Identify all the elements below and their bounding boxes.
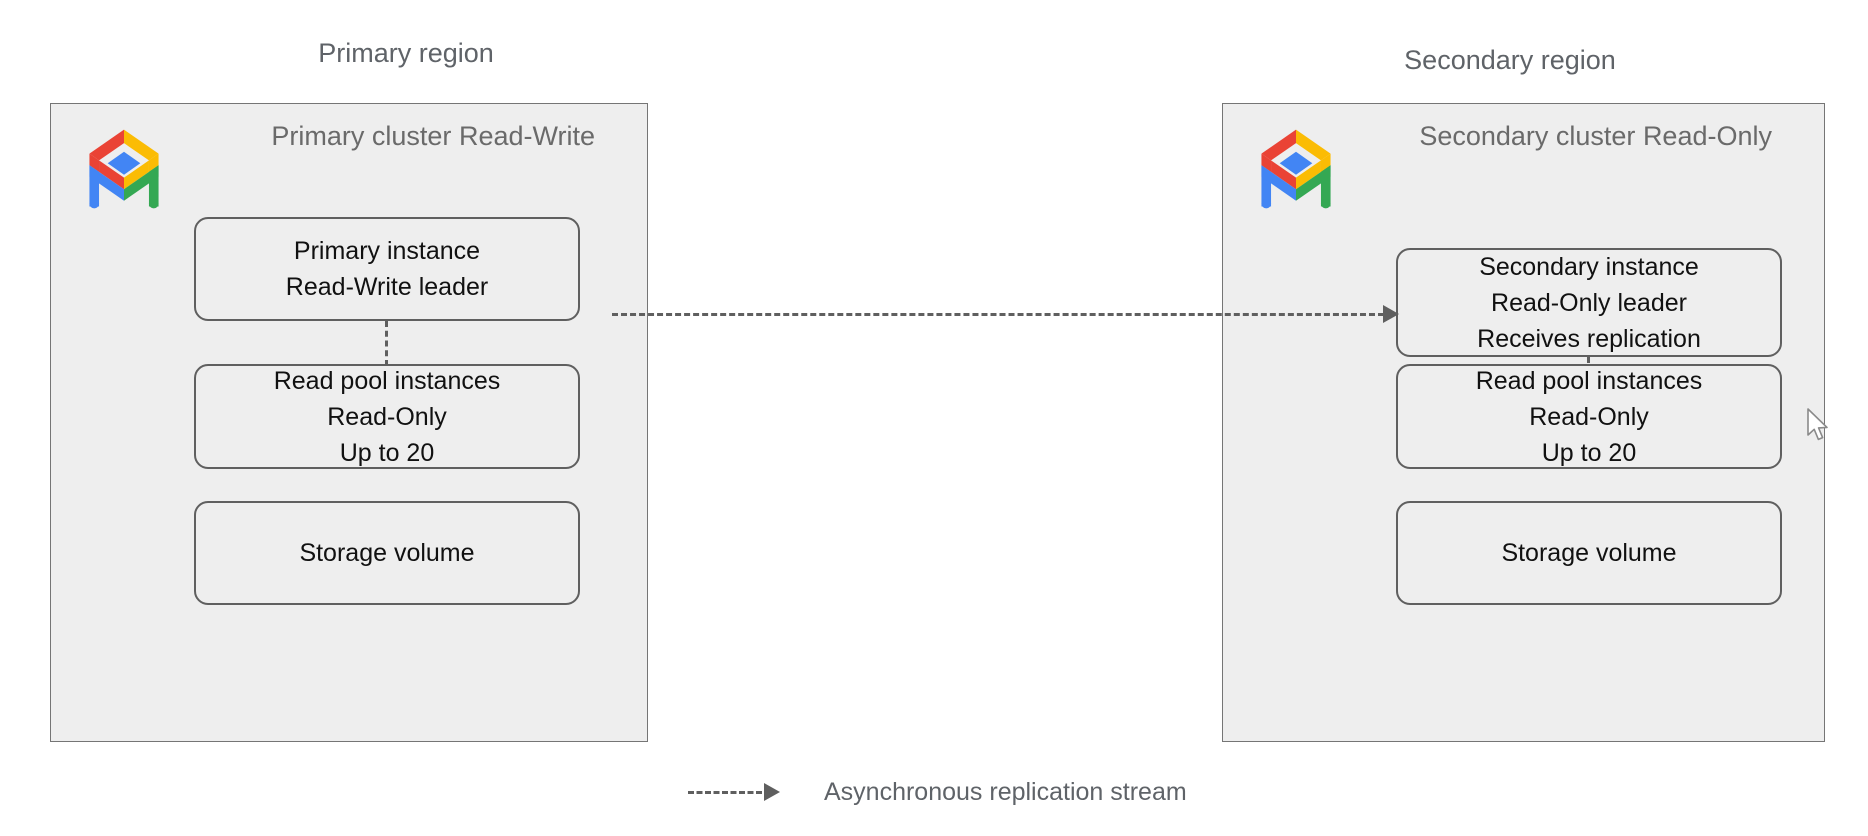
arrow-head-icon bbox=[1383, 305, 1399, 323]
secondary-cluster-title: Secondary cluster Read-Only bbox=[1419, 118, 1772, 155]
primary-instance-line-1: Read-Write leader bbox=[285, 273, 489, 301]
secondary-cluster-title-line2: Read-Only bbox=[1642, 121, 1772, 151]
arrow-shaft bbox=[612, 313, 1384, 316]
legend-dashed-arrow-icon bbox=[688, 782, 780, 801]
primary-cluster-title-line2: Read-Write bbox=[458, 121, 595, 151]
alloydb-logo bbox=[1261, 129, 1331, 209]
primary-region-caption: Primary region bbox=[318, 38, 494, 68]
secondary-read-pool-node[interactable]: Read pool instances Read-Only Up to 20 bbox=[1396, 364, 1782, 469]
arrow-head-icon bbox=[764, 782, 780, 801]
legend-label: Asynchronous replication stream bbox=[824, 778, 1187, 806]
alloydb-logo bbox=[89, 129, 159, 209]
primary-read-pool-line-0: Read pool instances bbox=[273, 366, 501, 395]
secondary-instance-line-0: Secondary instance bbox=[1479, 252, 1699, 281]
secondary-cluster-container: Secondary cluster Read-Only Secondary in… bbox=[1222, 103, 1825, 742]
secondary-read-pool-line-2: Up to 20 bbox=[1541, 438, 1637, 467]
primary-instance-node[interactable]: Primary instance Read-Write leader bbox=[194, 217, 580, 321]
secondary-instance-line-2: Receives replication bbox=[1477, 324, 1701, 353]
primary-cluster-container: Primary cluster Read-Write Primary insta… bbox=[50, 103, 648, 742]
secondary-read-pool-line-1: Read-Only bbox=[1529, 402, 1649, 431]
arrow-shaft bbox=[385, 321, 388, 366]
secondary-storage-volume-line-0: Storage volume bbox=[1501, 539, 1677, 567]
legend: Asynchronous replication stream bbox=[688, 777, 1187, 807]
primary-storage-volume-node[interactable]: Storage volume bbox=[194, 501, 580, 605]
primary-storage-volume-line-0: Storage volume bbox=[299, 539, 475, 567]
secondary-cluster-title-line1: Secondary cluster bbox=[1419, 121, 1636, 151]
secondary-region-caption: Secondary region bbox=[1404, 45, 1616, 75]
secondary-storage-volume-node[interactable]: Storage volume bbox=[1396, 501, 1782, 605]
primary-cluster-title: Primary cluster Read-Write bbox=[271, 118, 595, 155]
primary-read-pool-node[interactable]: Read pool instances Read-Only Up to 20 bbox=[194, 364, 580, 469]
primary-instance-line-0: Primary instance bbox=[293, 237, 481, 265]
secondary-instance-node[interactable]: Secondary instance Read-Only leader Rece… bbox=[1396, 248, 1782, 357]
primary-read-pool-line-2: Up to 20 bbox=[339, 438, 435, 467]
secondary-instance-line-1: Read-Only leader bbox=[1491, 288, 1687, 317]
primary-cluster-title-line1: Primary cluster bbox=[271, 121, 452, 151]
primary-read-pool-line-1: Read-Only bbox=[327, 402, 447, 431]
secondary-read-pool-line-0: Read pool instances bbox=[1475, 366, 1703, 395]
arrow-shaft bbox=[688, 790, 762, 794]
cross-region-replication-arrow bbox=[612, 305, 1399, 323]
